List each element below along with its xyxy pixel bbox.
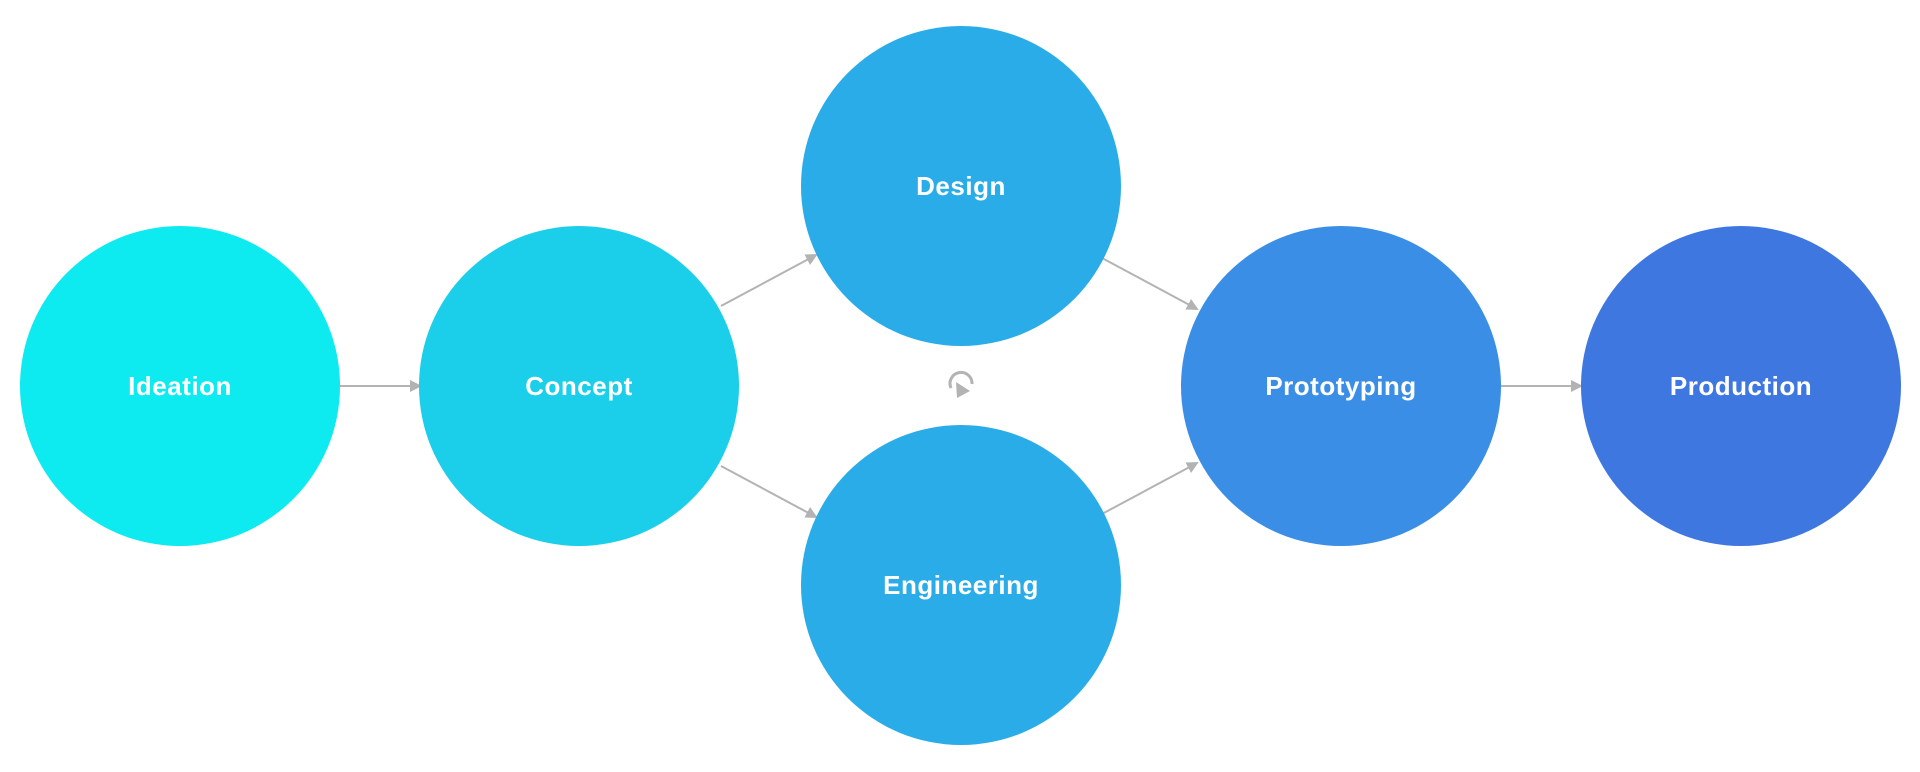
arrow-concept-design: [720, 254, 818, 307]
node-label: Design: [916, 170, 1006, 201]
arrow-concept-engineering: [720, 465, 818, 518]
node-prototyping: Prototyping: [1181, 226, 1501, 546]
node-label: Concept: [525, 370, 633, 401]
node-design: Design: [801, 26, 1121, 346]
node-label: Ideation: [128, 370, 232, 401]
arrow-design-prototyping: [1101, 257, 1199, 310]
node-label: Prototyping: [1265, 370, 1417, 401]
node-concept: Concept: [419, 226, 739, 546]
node-production: Production: [1581, 226, 1901, 546]
node-label: Production: [1669, 370, 1813, 401]
node-label: Engineering: [883, 569, 1039, 600]
refresh-icon: [948, 370, 974, 398]
node-engineering: Engineering: [801, 425, 1121, 745]
arrow-engineering-prototyping: [1101, 462, 1199, 515]
node-ideation: Ideation: [20, 226, 340, 546]
